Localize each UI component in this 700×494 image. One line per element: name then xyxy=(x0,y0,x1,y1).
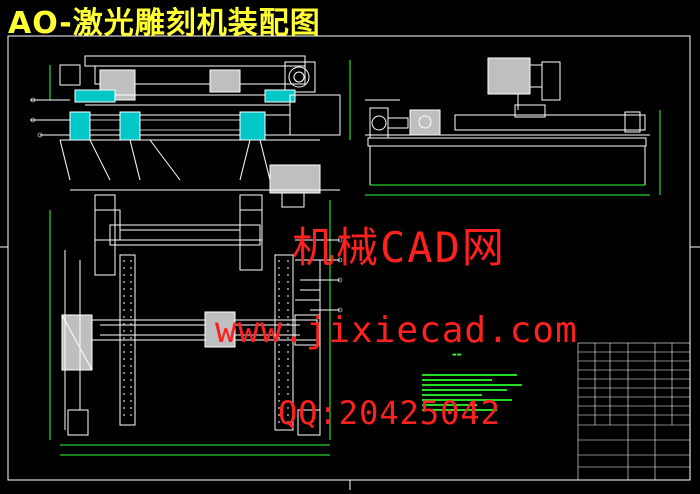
stepper-motor xyxy=(487,57,531,95)
drawing-title: AO-激光雕刻机装配图 xyxy=(8,6,321,41)
technical-notes: ▬▬ xyxy=(422,352,542,411)
note-line xyxy=(422,396,542,411)
y-axis-motor xyxy=(269,164,321,194)
top-right-view xyxy=(365,57,661,196)
note-line xyxy=(422,371,542,386)
bearing-housing xyxy=(74,89,116,103)
main-view xyxy=(49,164,340,456)
note-line xyxy=(422,391,542,406)
title-block xyxy=(577,342,691,481)
watermark-site-name: 机械CAD网 xyxy=(292,223,506,272)
left-rail-block xyxy=(94,194,116,276)
note-line xyxy=(422,376,542,391)
watermark-url: www.jixiecad.com xyxy=(215,310,578,351)
drawing-border xyxy=(7,35,691,481)
top-shaft xyxy=(109,224,261,246)
motor-block xyxy=(59,64,81,86)
note-line xyxy=(422,366,542,381)
note-line xyxy=(422,361,542,376)
right-linear-rail xyxy=(274,254,294,431)
top-left-view xyxy=(30,55,351,181)
part-callouts xyxy=(30,97,343,313)
notes-heading-mark: ▬▬ xyxy=(452,352,462,358)
note-line xyxy=(422,381,542,396)
laser-head xyxy=(204,311,236,348)
watermark-qq: QQ:20425042 xyxy=(278,394,501,432)
note-line xyxy=(422,386,542,401)
